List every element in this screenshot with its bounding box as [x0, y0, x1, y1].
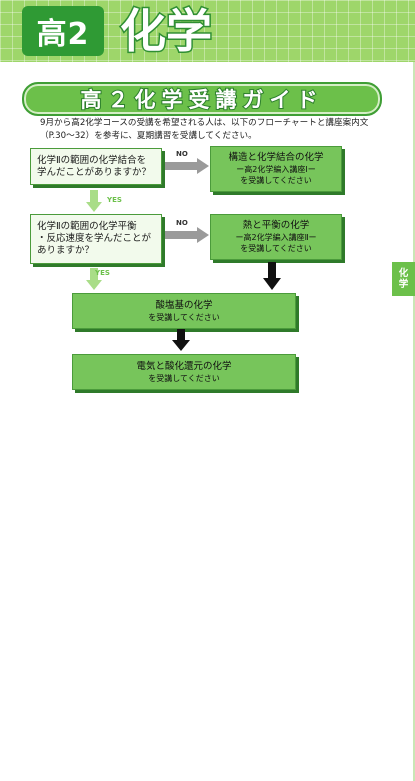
- question-2-line-3: ありますか？: [37, 245, 95, 256]
- answer-2-title: 熱と平衡の化学: [242, 220, 310, 231]
- answer-3-action: を受講してください: [148, 312, 220, 322]
- down-arrow-a3: [172, 329, 190, 351]
- answer-1-subtitle: ー高2化学編入講座Ⅰー: [236, 165, 316, 174]
- question-1-line-1: 化学Ⅱの範囲の化学結合を: [37, 154, 147, 166]
- right-edge-line: [413, 62, 415, 781]
- answer-4-title: 電気と酸化還元の化学: [136, 360, 232, 372]
- answer-2-subtitle: ー高2化学編入講座Ⅱー: [235, 233, 317, 242]
- answer-box-3: 酸塩基の化学 を受講してください: [72, 293, 296, 329]
- guide-title: 高２化学受講ガイド: [80, 87, 324, 113]
- answer-3-title: 酸塩基の化学: [155, 299, 213, 311]
- side-tab-char-1: 化: [398, 268, 409, 279]
- question-2-line-1: 化学Ⅱの範囲の化学平衡: [37, 221, 137, 232]
- question-2-line-2: ・反応速度を学んだことが: [37, 233, 152, 244]
- question-box-2: 化学Ⅱの範囲の化学平衡 ・反応速度を学んだことが ありますか？: [30, 214, 162, 264]
- subject-title: 化学: [119, 3, 214, 60]
- no-arrow-2: [165, 227, 209, 243]
- yes-arrow-2: [86, 268, 102, 290]
- yes-label-1: YES: [107, 196, 122, 204]
- down-arrow-a2: [263, 262, 281, 290]
- answer-2-action: を受講してください: [240, 244, 312, 253]
- yes-arrow-1: [86, 190, 102, 212]
- side-tab-chemistry: 化 学: [392, 262, 415, 296]
- grade-badge: 高2: [22, 6, 104, 56]
- question-box-1: 化学Ⅱの範囲の化学結合を 学んだことがありますか？: [30, 148, 162, 185]
- no-label-2: NO: [176, 219, 188, 227]
- yes-label-2: YES: [95, 269, 110, 277]
- question-1-line-2: 学んだことがありますか？: [37, 166, 152, 178]
- side-tab-char-2: 学: [398, 279, 409, 290]
- answer-box-4: 電気と酸化還元の化学 を受講してください: [72, 354, 296, 390]
- intro-text: 9月から高2化学コースの受講を希望される人は、以下のフローチャートと講座案内文（…: [40, 118, 369, 141]
- answer-box-2: 熱と平衡の化学 ー高2化学編入講座Ⅱー を受講してください: [210, 214, 342, 260]
- answer-4-action: を受講してください: [148, 373, 220, 383]
- guide-banner: 高２化学受講ガイド: [22, 82, 382, 116]
- grade-label: 高2: [36, 17, 90, 52]
- no-arrow-1: [165, 158, 209, 174]
- no-label-1: NO: [176, 150, 188, 158]
- answer-1-action: を受講してください: [240, 176, 312, 185]
- header-band: 高2 化学: [0, 0, 415, 62]
- answer-1-title: 構造と化学結合の化学: [228, 152, 324, 163]
- answer-box-1: 構造と化学結合の化学 ー高2化学編入講座Ⅰー を受講してください: [210, 146, 342, 192]
